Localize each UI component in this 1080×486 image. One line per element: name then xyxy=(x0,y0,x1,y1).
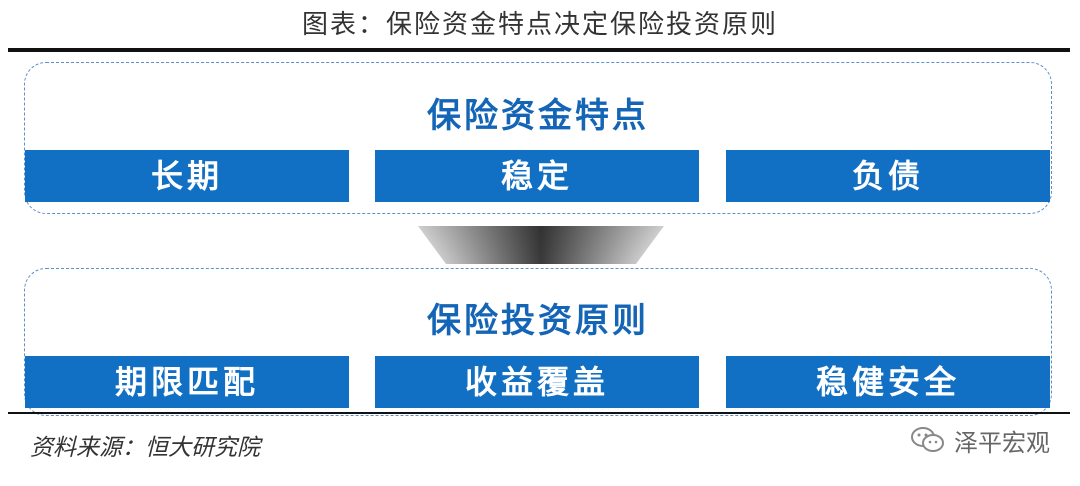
characteristics-heading: 保险资金特点 xyxy=(427,96,649,136)
characteristic-box-long-term: 长期 xyxy=(25,150,349,202)
watermark-text: 泽平宏观 xyxy=(954,428,1050,457)
characteristics-panel xyxy=(24,62,1052,214)
characteristic-box-liability: 负债 xyxy=(726,150,1050,202)
wechat-icon xyxy=(911,427,944,452)
principle-box-prudent-safety: 稳健安全 xyxy=(726,356,1050,408)
watermark: 泽平宏观 xyxy=(910,422,1050,458)
principles-heading: 保险投资原则 xyxy=(427,301,649,341)
principles-panel xyxy=(24,268,1052,416)
figure-title: 图表：保险资金特点决定保险投资原则 xyxy=(301,10,778,40)
top-rule xyxy=(8,48,1070,52)
characteristic-box-stable: 稳定 xyxy=(375,150,699,202)
bottom-rule xyxy=(8,412,1070,414)
down-arrow-trapezoid xyxy=(418,226,664,264)
principle-box-return-coverage: 收益覆盖 xyxy=(375,356,699,408)
principle-box-duration-matching: 期限匹配 xyxy=(25,356,349,408)
source-note: 资料来源：恒大研究院 xyxy=(30,435,260,461)
